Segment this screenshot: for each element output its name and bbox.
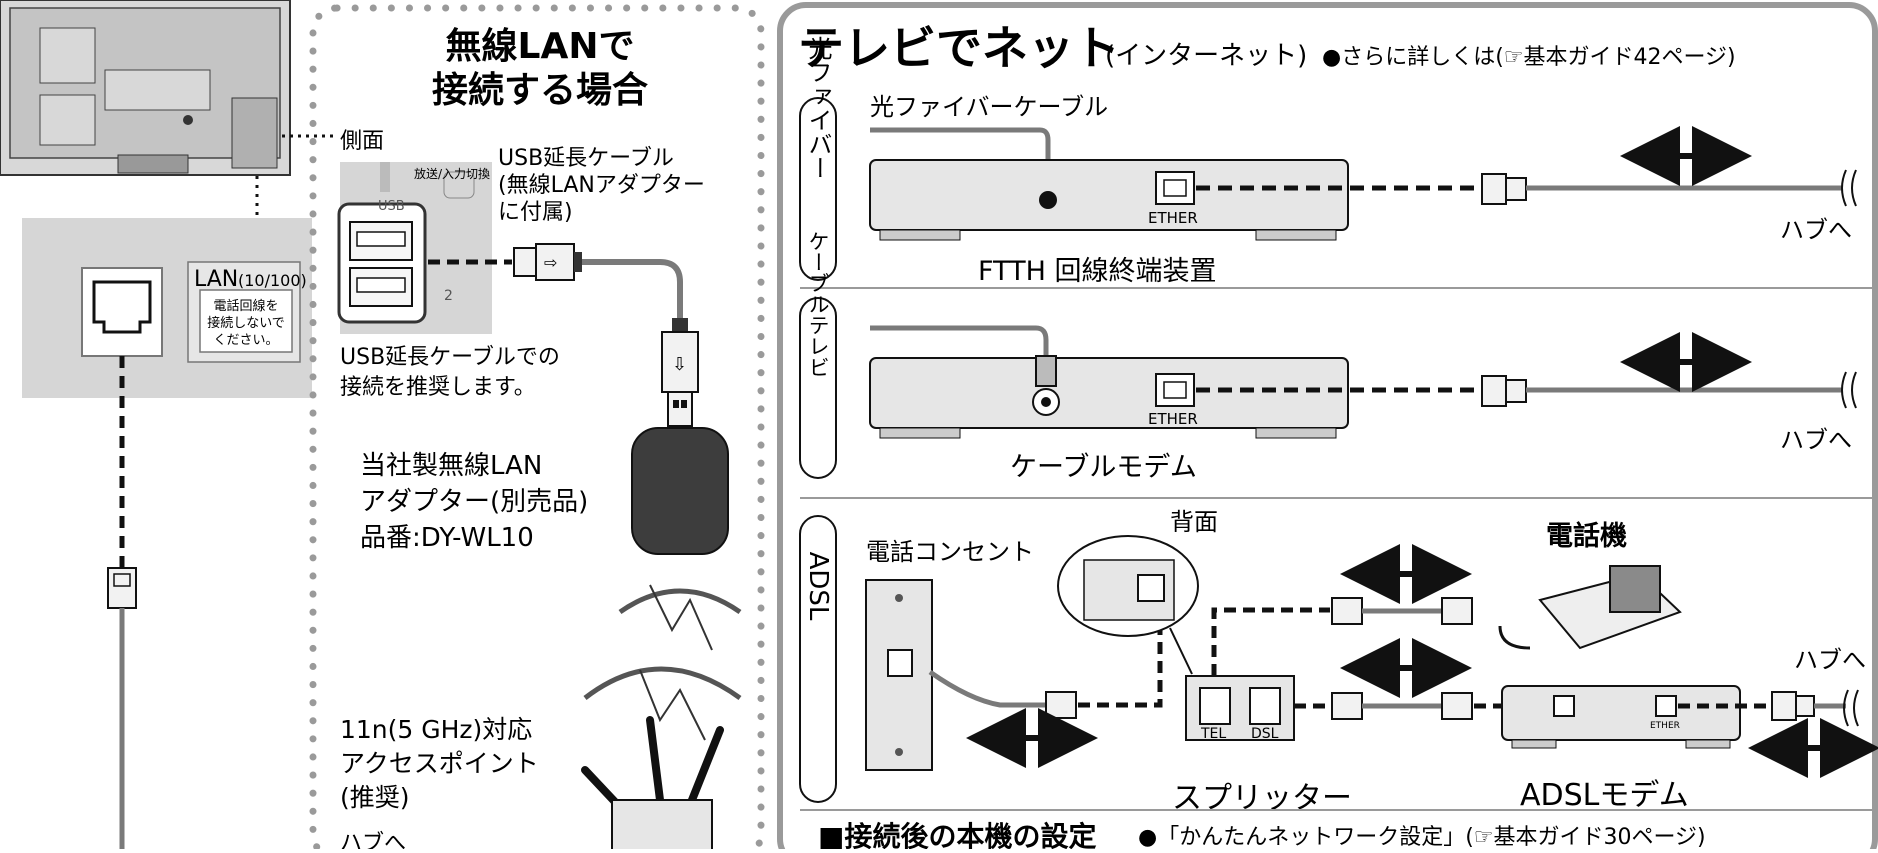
splitter-dsl-label: DSL xyxy=(1251,726,1279,742)
splitter-back-label: 背面 xyxy=(1170,508,1218,536)
svg-text:⇨: ⇨ xyxy=(544,253,557,272)
adsl-lan-plug-icon xyxy=(1771,691,1815,721)
cabletv-ether-label: ETHER xyxy=(1148,410,1198,428)
adsl-modem-label: ADSLモデム xyxy=(1520,778,1689,813)
lan-port-label: LAN xyxy=(194,267,238,292)
coax-cable-line xyxy=(870,325,1049,360)
wireless-signal-icon xyxy=(583,584,742,741)
cable-modem-device xyxy=(869,357,1349,439)
port-number-2: 2 xyxy=(444,288,453,304)
fiber-side-label: 光ファイバー xyxy=(804,36,832,180)
phone-outlet-label: 電話コンセント xyxy=(866,538,1034,566)
adsl-modem-ether-label: ETHER xyxy=(1650,721,1680,731)
splitter-back-callout xyxy=(1057,535,1199,675)
usb-vertical-plug-icon: ⇩ xyxy=(661,318,699,427)
phone-plug-icon xyxy=(1441,597,1473,625)
modem-dsl-plug-icon xyxy=(1441,692,1473,720)
telephone-icon xyxy=(1498,565,1682,650)
fiber-ether-label: ETHER xyxy=(1148,209,1198,227)
telephone-label: 電話機 xyxy=(1546,520,1627,552)
adsl-modem-device xyxy=(1501,685,1741,749)
ftth-device-label: FTTH 回線終端装置 xyxy=(978,256,1216,287)
usb-extension-cable xyxy=(582,259,683,318)
ap-label-line1: 11n(5 GHz)対応 xyxy=(340,715,532,744)
network-title-reference: ●さらに詳しくは(☞基本ガイド42ページ) xyxy=(1322,45,1736,70)
fiber-ether-port-icon xyxy=(1155,171,1195,205)
access-point-icon xyxy=(581,716,724,851)
wireless-title-line2: 接続する場合 xyxy=(432,70,648,111)
recommend-text-line1: USB延長ケーブルでの xyxy=(340,345,560,370)
cabletv-hub-label: ハブへ xyxy=(1780,426,1852,454)
cabletv-ether-port-icon xyxy=(1155,373,1195,407)
settings-title: ■接続後の本機の設定 xyxy=(818,820,1096,849)
adsl-side-tag xyxy=(799,515,837,803)
wireless-panel-border xyxy=(309,4,765,853)
lan-plug-icon xyxy=(107,567,137,609)
adsl-side-label: ADSL xyxy=(803,552,833,621)
fiber-hub-label: ハブへ xyxy=(1780,216,1852,244)
fiber-lan-plug-icon xyxy=(1481,173,1527,205)
lan-note-line1: 電話回線を xyxy=(213,298,278,314)
usb-cable-label-line1: USB延長ケーブル xyxy=(498,146,674,171)
network-panel-border xyxy=(777,2,1878,853)
cabletv-side-tag xyxy=(799,297,837,479)
ftth-terminal-device xyxy=(869,159,1349,241)
adapter-label-line2: アダプター(別売品) xyxy=(360,487,588,517)
coax-connector-icon xyxy=(1032,355,1060,416)
usb-cable-label-line2: (無線LANアダプター xyxy=(498,173,705,198)
recommend-text-line2: 接続を推奨します。 xyxy=(340,375,536,400)
splitter-tel-dashed xyxy=(1211,607,1330,676)
splitter-tel-label: TEL xyxy=(1200,726,1226,742)
lan-note-line3: ください。 xyxy=(213,333,278,348)
fiber-cut-mark xyxy=(1841,169,1857,207)
ap-label-line2: アクセスポイント xyxy=(340,749,539,778)
tel-plug-icon xyxy=(1331,597,1363,625)
cabletv-side-label: ケーブルテレビ xyxy=(806,231,830,378)
lan-port-panel xyxy=(22,218,312,398)
usb-port-panel xyxy=(337,162,492,334)
cabletv-lan-plug-icon xyxy=(1481,375,1527,407)
phone-outlet-icon xyxy=(865,579,933,771)
dsl-plug-icon xyxy=(1331,692,1363,720)
side-label: 側面 xyxy=(340,129,384,154)
cabletv-cut-mark xyxy=(1841,371,1857,409)
adapter-label-line3: 品番:DY-WL10 xyxy=(360,523,534,553)
adapter-label-line1: 当社製無線LAN xyxy=(360,451,542,481)
usb-cable-label-line3: に付属) xyxy=(498,200,573,225)
lan-note-line2: 接続しないで xyxy=(207,315,285,331)
fiber-cable-line xyxy=(870,127,1051,198)
usb-plug-icon: ⇨ xyxy=(513,243,582,281)
fiber-cable-label: 光ファイバーケーブル xyxy=(870,93,1108,121)
wireless-title-line1: 無線LANで xyxy=(446,26,635,67)
usb-icon-label: USB xyxy=(378,199,405,214)
ap-label-line3: (推奨) xyxy=(340,783,410,812)
ap-hub-label-cut: ハブへ xyxy=(340,831,406,849)
tv-back-illustration xyxy=(0,0,291,176)
port-label-input-switch: 放送/入力切換 xyxy=(414,166,490,181)
adsl-cut-mark xyxy=(1843,689,1859,727)
outlet-cable xyxy=(928,669,1046,708)
settings-reference: ●「かんたんネットワーク設定」(☞基本ガイド30ページ) xyxy=(1138,825,1706,849)
outlet-splitter-dashed xyxy=(1078,610,1163,708)
wireless-adapter-icon xyxy=(631,427,729,555)
network-title: テレビでネット xyxy=(798,21,1120,75)
cable-modem-label: ケーブルモデム xyxy=(1010,452,1197,483)
svg-text:⇩: ⇩ xyxy=(672,354,687,375)
lan-port-speed: (10/100) xyxy=(238,271,307,290)
fiber-side-tag xyxy=(799,97,837,281)
outlet-plug-icon xyxy=(1045,691,1077,719)
splitter-device xyxy=(1185,675,1295,741)
network-title-paren: (インターネット) xyxy=(1105,41,1307,71)
adsl-hub-label: ハブへ xyxy=(1794,646,1866,674)
